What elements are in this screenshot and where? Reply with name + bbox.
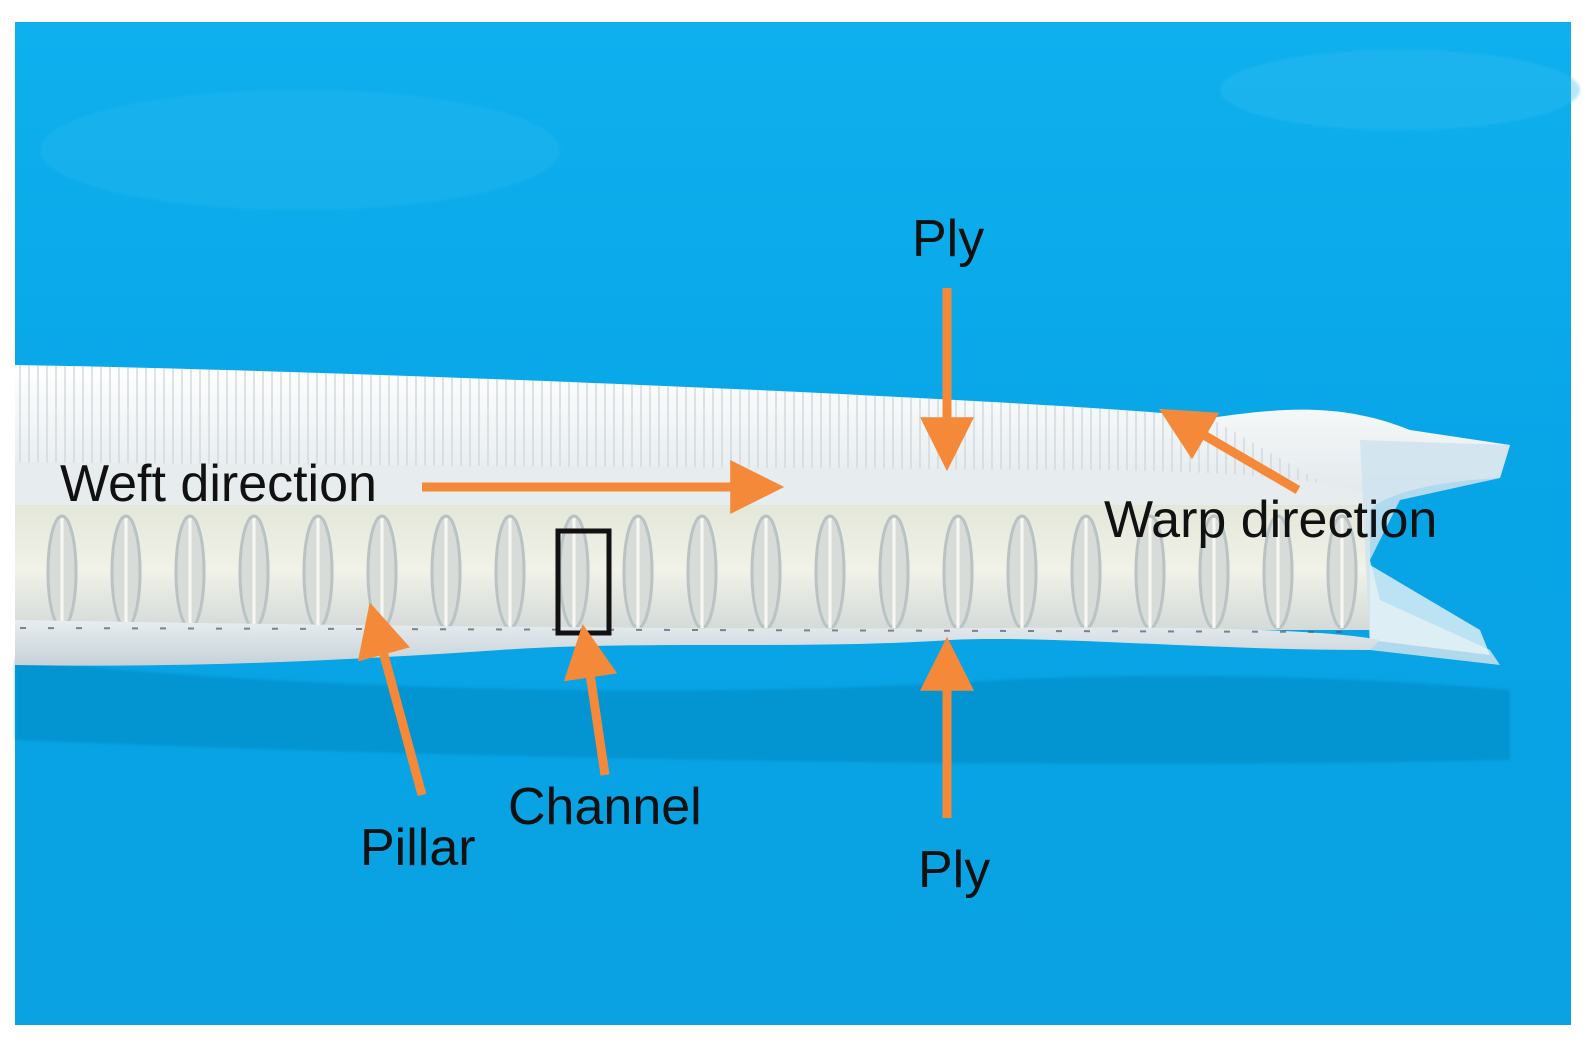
annotation-arrows (357, 288, 1301, 818)
spacer-core (15, 505, 1370, 630)
bottom-ply (15, 620, 1380, 666)
label-weft-direction: Weft direction (60, 455, 377, 513)
label-pillar: Pillar (360, 819, 476, 877)
label-channel: Channel (508, 778, 702, 836)
arrow-pillar (357, 602, 427, 797)
label-ply-bottom: Ply (918, 841, 991, 899)
label-ply-top: Ply (912, 210, 985, 268)
arrow-channel (563, 623, 618, 776)
arrow-warp (1159, 408, 1301, 494)
label-warp-direction: Warp direction (1104, 491, 1438, 549)
